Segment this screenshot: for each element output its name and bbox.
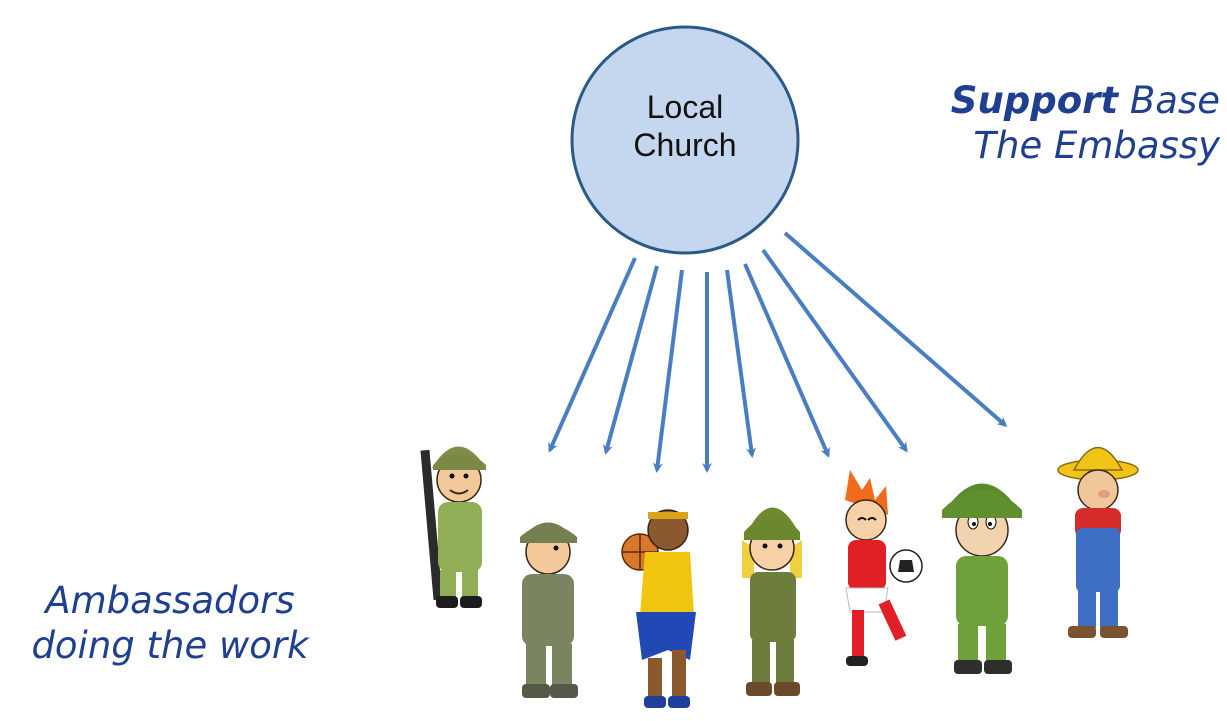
- arrow: [548, 257, 637, 453]
- ambassadors-caption-line2: doing the work: [31, 624, 309, 667]
- hub-label: Local Church: [585, 88, 785, 164]
- support-caption-line2: The Embassy: [973, 124, 1220, 167]
- arrows: [548, 231, 1008, 473]
- hub-circle: [570, 25, 800, 255]
- soccer-player-icon: [845, 470, 923, 666]
- arrow: [603, 265, 659, 455]
- support-rest: Base: [1129, 79, 1220, 122]
- support-caption: Support Base The Embassy: [880, 78, 1220, 168]
- green-soldier-icon: [942, 483, 1022, 674]
- female-soldier-icon: [742, 507, 802, 696]
- support-emphasis: Support: [950, 79, 1119, 122]
- arrow: [783, 231, 1008, 427]
- arrow: [652, 269, 684, 473]
- ambassadors-caption: Ambassadors doing the work: [0, 578, 340, 668]
- officer-icon: [520, 522, 578, 698]
- arrow: [725, 269, 757, 458]
- hub-label-line1: Local: [646, 89, 724, 125]
- arrow: [761, 248, 908, 453]
- arrow: [743, 263, 830, 458]
- hub-label-line2: Church: [633, 127, 737, 163]
- ambassadors-caption-line1: Ambassadors: [45, 579, 295, 622]
- support-caption-line1: Support Base: [880, 78, 1220, 123]
- basketball-player-icon: [621, 509, 696, 708]
- farmer-icon: [1057, 446, 1139, 638]
- soldier-rifle-icon: [420, 446, 486, 608]
